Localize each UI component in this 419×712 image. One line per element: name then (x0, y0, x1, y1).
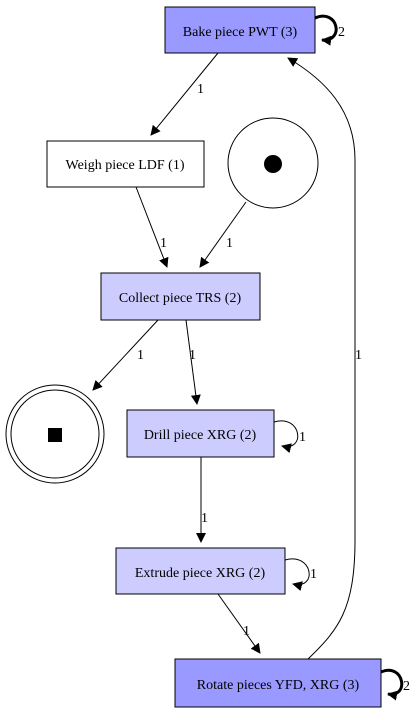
edge-rotate-bake: 1 (287, 57, 362, 660)
node-collect-label: Collect piece TRS (2) (119, 291, 242, 306)
node-bake[interactable]: Bake piece PWT (3) (164, 6, 316, 54)
edge-extrude-self: 1 (284, 558, 317, 591)
node-drill-label: Drill piece XRG (2) (144, 428, 257, 443)
node-weigh[interactable]: Weigh piece LDF (1) (46, 140, 205, 188)
edge-bake-self: 2 (314, 14, 345, 46)
edge-label: 2 (338, 25, 345, 40)
edge-drill-extrude: 1 (196, 457, 208, 543)
token-dot-icon (264, 155, 282, 173)
edge-label: 1 (197, 82, 204, 97)
edge-label: 1 (189, 348, 196, 363)
edge-label: 1 (137, 348, 144, 363)
node-drill[interactable]: Drill piece XRG (2) (126, 409, 275, 458)
node-collect[interactable]: Collect piece TRS (2) (100, 272, 261, 321)
node-extrude-label: Extrude piece XRG (2) (135, 566, 266, 581)
node-rotate[interactable]: Rotate pieces YFD, XRG (3) (174, 658, 382, 708)
edge-label: 1 (160, 236, 167, 251)
node-bake-label: Bake piece PWT (3) (183, 25, 298, 40)
edge-weigh-collect: 1 (135, 186, 169, 268)
edge-start-collect: 1 (199, 201, 247, 268)
edge-label: 1 (299, 430, 306, 445)
edge-drill-self: 1 (273, 420, 306, 454)
edge-label: 1 (226, 236, 233, 251)
end-place[interactable] (5, 384, 105, 484)
edge-label: 1 (310, 567, 317, 582)
edge-extrude-rotate: 1 (217, 593, 261, 654)
edge-label: 1 (243, 624, 250, 639)
edge-label: 2 (403, 679, 410, 694)
stop-square-icon (48, 428, 62, 442)
start-place[interactable] (227, 117, 319, 209)
edge-rotate-self: 2 (380, 668, 410, 701)
edge-collect-drill: 1 (185, 319, 201, 405)
edge-bake-weigh: 1 (150, 52, 219, 136)
edge-label: 1 (355, 348, 362, 363)
edge-label: 1 (201, 511, 208, 526)
node-rotate-label: Rotate pieces YFD, XRG (3) (197, 678, 360, 693)
node-extrude[interactable]: Extrude piece XRG (2) (115, 547, 286, 595)
edge-collect-end: 1 (92, 319, 159, 391)
node-weigh-label: Weigh piece LDF (1) (66, 158, 185, 173)
